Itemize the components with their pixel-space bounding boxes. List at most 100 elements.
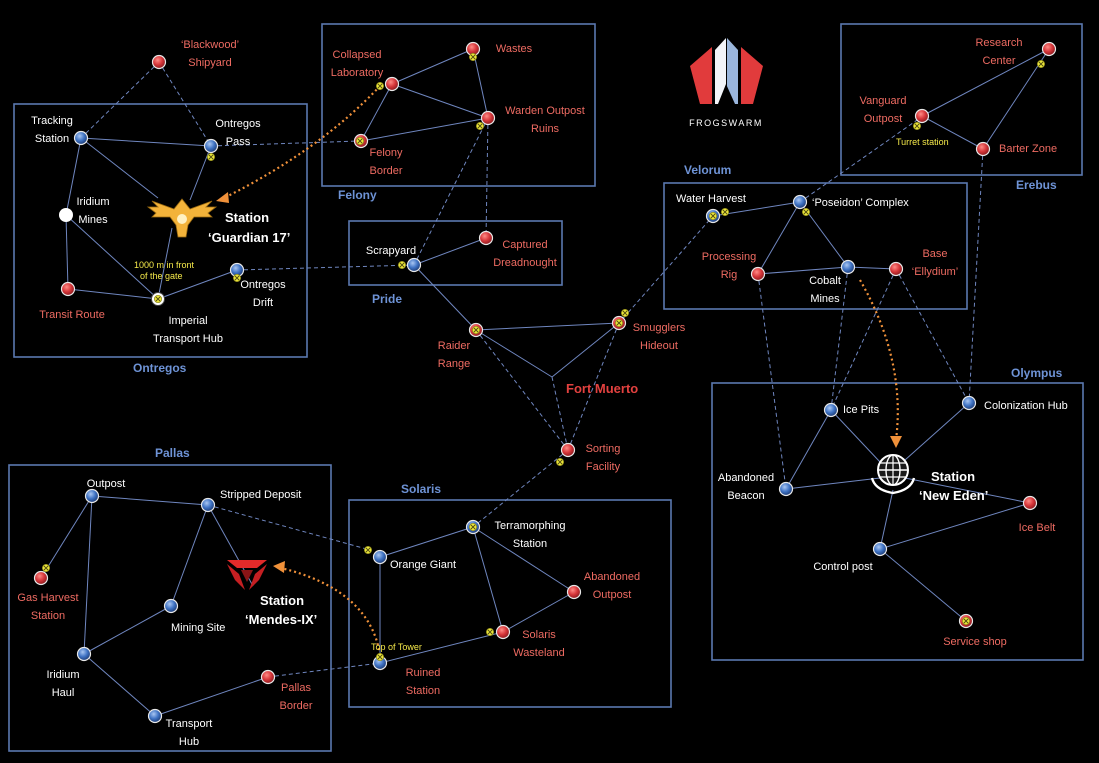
region-box-pride	[348, 220, 563, 286]
node-base-ellydium[interactable]	[888, 261, 904, 277]
node-iridium-haul[interactable]	[76, 646, 92, 662]
gate-icon[interactable]	[375, 652, 385, 662]
gate-icon[interactable]	[397, 260, 407, 270]
node-orange-giant[interactable]	[372, 549, 388, 565]
node-warden[interactable]	[480, 110, 496, 126]
node-control-post[interactable]	[872, 541, 888, 557]
node-ice-pits[interactable]	[823, 402, 839, 418]
node-transit-route[interactable]	[60, 281, 76, 297]
label-cobalt-mines-1: Cobalt	[809, 275, 841, 287]
label-ice-belt-1: Ice Belt	[1019, 522, 1056, 534]
label-processing-rig-2: Rig	[721, 269, 738, 281]
station-guardian-line2: ‘Guardian 17’	[208, 230, 290, 245]
location-labels: ‘Blackwood’ShipyardTrackingStationOntreg…	[17, 37, 1067, 748]
node-stripped-deposit[interactable]	[200, 497, 216, 513]
node-abandoned-outpost[interactable]	[566, 584, 582, 600]
node-ontregos-pass[interactable]	[203, 138, 219, 154]
node-ice-belt[interactable]	[1022, 495, 1038, 511]
label-control-post-1: Control post	[813, 561, 872, 573]
gate-icon[interactable]	[153, 294, 163, 304]
gate-icon[interactable]	[708, 211, 718, 221]
node-research-center[interactable]	[1041, 41, 1057, 57]
gate-icon[interactable]	[555, 457, 565, 467]
region-label-olympus: Olympus	[1011, 366, 1063, 380]
label-warden-1: Warden Outpost	[505, 105, 585, 117]
gate-icon[interactable]	[375, 81, 385, 91]
label-terramorphing-1: Terramorphing	[495, 520, 566, 532]
gate-icon[interactable]	[485, 627, 495, 637]
new-eden-globe-icon	[870, 454, 916, 495]
node-mining-site[interactable]	[163, 598, 179, 614]
gate-icon[interactable]	[912, 121, 922, 131]
node-abandoned-beacon[interactable]	[778, 481, 794, 497]
gate-icon[interactable]	[41, 563, 51, 573]
gate-icon[interactable]	[620, 308, 630, 318]
node-pallas-border[interactable]	[260, 669, 276, 685]
gate-icon[interactable]	[355, 136, 365, 146]
gate-icon[interactable]	[720, 207, 730, 217]
label-ruined-station-2: Station	[406, 685, 440, 697]
label-abandoned-outpost-1: Abandoned	[584, 571, 640, 583]
node-gas-harvest[interactable]	[33, 570, 49, 586]
label-raider-range-2: Range	[438, 358, 470, 370]
station-new-eden-line1: Station	[931, 469, 975, 484]
node-colonization-hub[interactable]	[961, 395, 977, 411]
node-outpost[interactable]	[84, 488, 100, 504]
gate-icon[interactable]	[801, 207, 811, 217]
tower-note: Top of Tower	[371, 642, 422, 652]
turret-note: Turret station	[896, 137, 949, 147]
node-scrapyard[interactable]	[406, 257, 422, 273]
gate-icon[interactable]	[614, 318, 624, 328]
node-collapsed-lab[interactable]	[384, 76, 400, 92]
node-cobalt-mines[interactable]	[840, 259, 856, 275]
routes	[40, 48, 1050, 717]
node-iridium-mines[interactable]	[59, 208, 73, 222]
label-abandoned-beacon-1: Abandoned	[718, 472, 774, 484]
station-new-eden-line2: ‘New Eden’	[919, 488, 988, 503]
label-tracking-station-2: Station	[35, 133, 69, 145]
gate-icon[interactable]	[1036, 59, 1046, 69]
gate-icon[interactable]	[363, 545, 373, 555]
node-sorting[interactable]	[560, 442, 576, 458]
node-tracking-station[interactable]	[73, 130, 89, 146]
label-abandoned-beacon-2: Beacon	[727, 490, 764, 502]
node-transport-hub[interactable]	[147, 708, 163, 724]
gate-icon[interactable]	[961, 616, 971, 626]
label-iridium-haul-1: Iridium	[46, 669, 79, 681]
label-ontregos-pass-1: Ontregos	[215, 118, 261, 130]
node-blackwood[interactable]	[151, 54, 167, 70]
node-poseidon[interactable]	[792, 194, 808, 210]
label-felony-border-1: Felony	[369, 147, 403, 159]
label-iridium-haul-2: Haul	[52, 687, 75, 699]
label-solaris-wasteland-1: Solaris	[522, 629, 556, 641]
node-vanguard[interactable]	[914, 108, 930, 124]
label-processing-rig-1: Processing	[702, 251, 756, 263]
gate-note-line1: 1000 m in front	[134, 260, 195, 270]
station-mendes-line2: ‘Mendes-IX’	[245, 612, 317, 627]
node-barter-zone[interactable]	[975, 141, 991, 157]
label-base-ellydium-2: ‘Ellydium’	[912, 266, 958, 278]
gate-icon[interactable]	[206, 152, 216, 162]
gate-icon[interactable]	[471, 325, 481, 335]
label-research-center-2: Center	[982, 55, 1015, 67]
node-processing-rig[interactable]	[750, 266, 766, 282]
label-tracking-station-1: Tracking	[31, 115, 73, 127]
region-label-pride: Pride	[372, 292, 402, 306]
gate-icon[interactable]	[468, 52, 478, 62]
label-colonization-hub-1: Colonization Hub	[984, 400, 1068, 412]
label-collapsed-lab-2: Laboratory	[331, 67, 384, 79]
gate-icon[interactable]	[468, 522, 478, 532]
label-terramorphing-2: Station	[513, 538, 547, 550]
label-service-shop-1: Service shop	[943, 636, 1007, 648]
node-solaris-wasteland[interactable]	[495, 624, 511, 640]
label-stripped-deposit-1: Stripped Deposit	[220, 489, 301, 501]
label-mining-site-1: Mining Site	[171, 622, 225, 634]
gate-icon[interactable]	[475, 121, 485, 131]
node-captured-dreadnought[interactable]	[478, 230, 494, 246]
label-research-center-1: Research	[975, 37, 1022, 49]
label-cobalt-mines-2: Mines	[810, 293, 840, 305]
label-solaris-wasteland-2: Wasteland	[513, 647, 565, 659]
label-transport-hub-2: Hub	[179, 736, 199, 748]
label-outpost-1: Outpost	[87, 478, 126, 490]
